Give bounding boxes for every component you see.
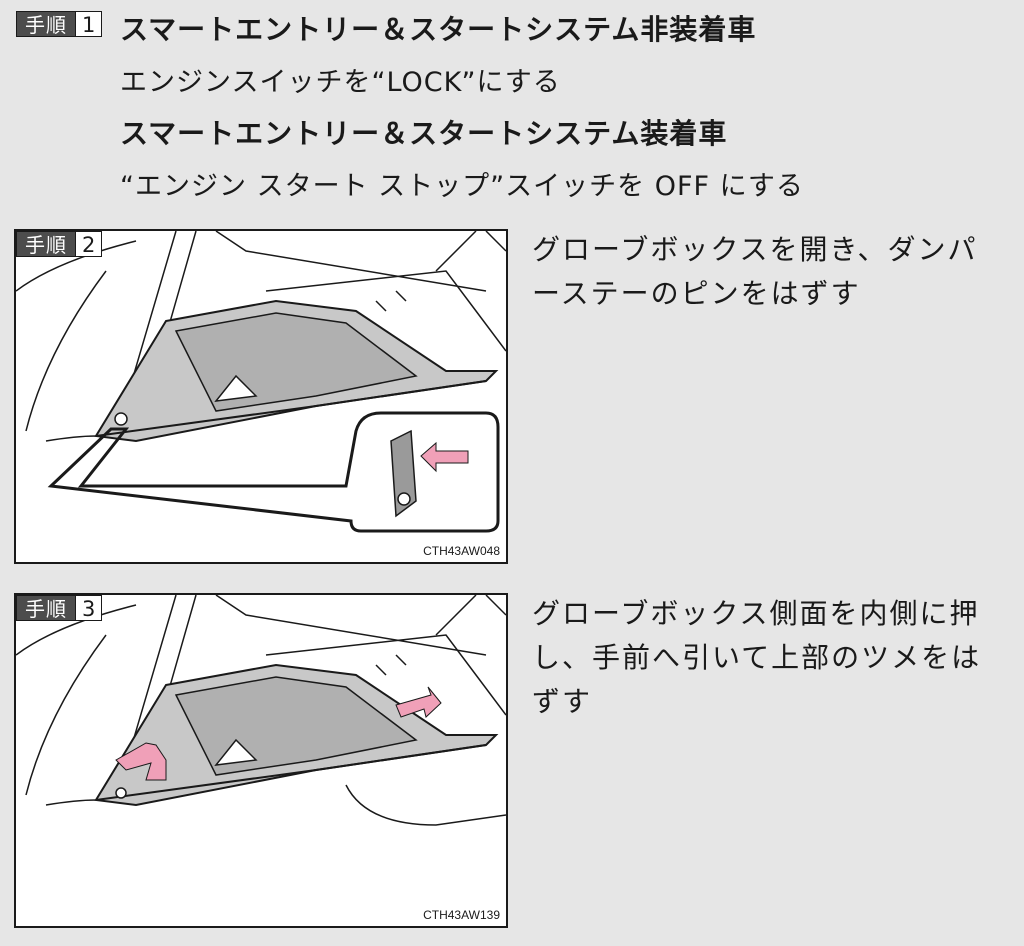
step-number: 2 [76,231,103,257]
step1-instruction-with-smart-entry: “エンジン スタート ストップ”スイッチを OFF にする [120,171,804,202]
step-number: 1 [76,11,103,37]
step1-heading-with-smart-entry: スマートエントリー＆スタートシステム装着車 [120,117,728,150]
arrow-icon [420,441,469,473]
step2-tag: 手順 2 [16,231,103,257]
step2-illustration: 手順 2 CTH43AW048 [14,229,508,564]
step-label: 手順 [16,595,76,621]
pull-arrow-icon [395,686,442,718]
figure-code: CTH43AW048 [423,544,500,558]
glove-box-damper-illustration [16,231,506,533]
figure-code: CTH43AW139 [423,908,500,922]
glove-box-removal-illustration [16,595,506,826]
step1-heading-without-smart-entry: スマートエントリー＆スタートシステム非装着車 [120,13,757,46]
step2-description: グローブボックスを開き、ダンパーステーのピンをはずす [532,233,978,310]
step1-instruction-without-smart-entry: エンジンスイッチを“LOCK”にする [120,67,561,98]
step3-tag: 手順 3 [16,595,103,621]
step-number: 3 [76,595,103,621]
push-arrow-icon [115,742,167,781]
step3-description: グローブボックス側面を内側に押し、手前へ引いて上部のツメをはずす [532,597,982,718]
step-label: 手順 [16,11,76,37]
step1-tag: 手順 1 [16,11,103,37]
step-label: 手順 [16,231,76,257]
step3-illustration: 手順 3 CTH43AW139 [14,593,508,928]
